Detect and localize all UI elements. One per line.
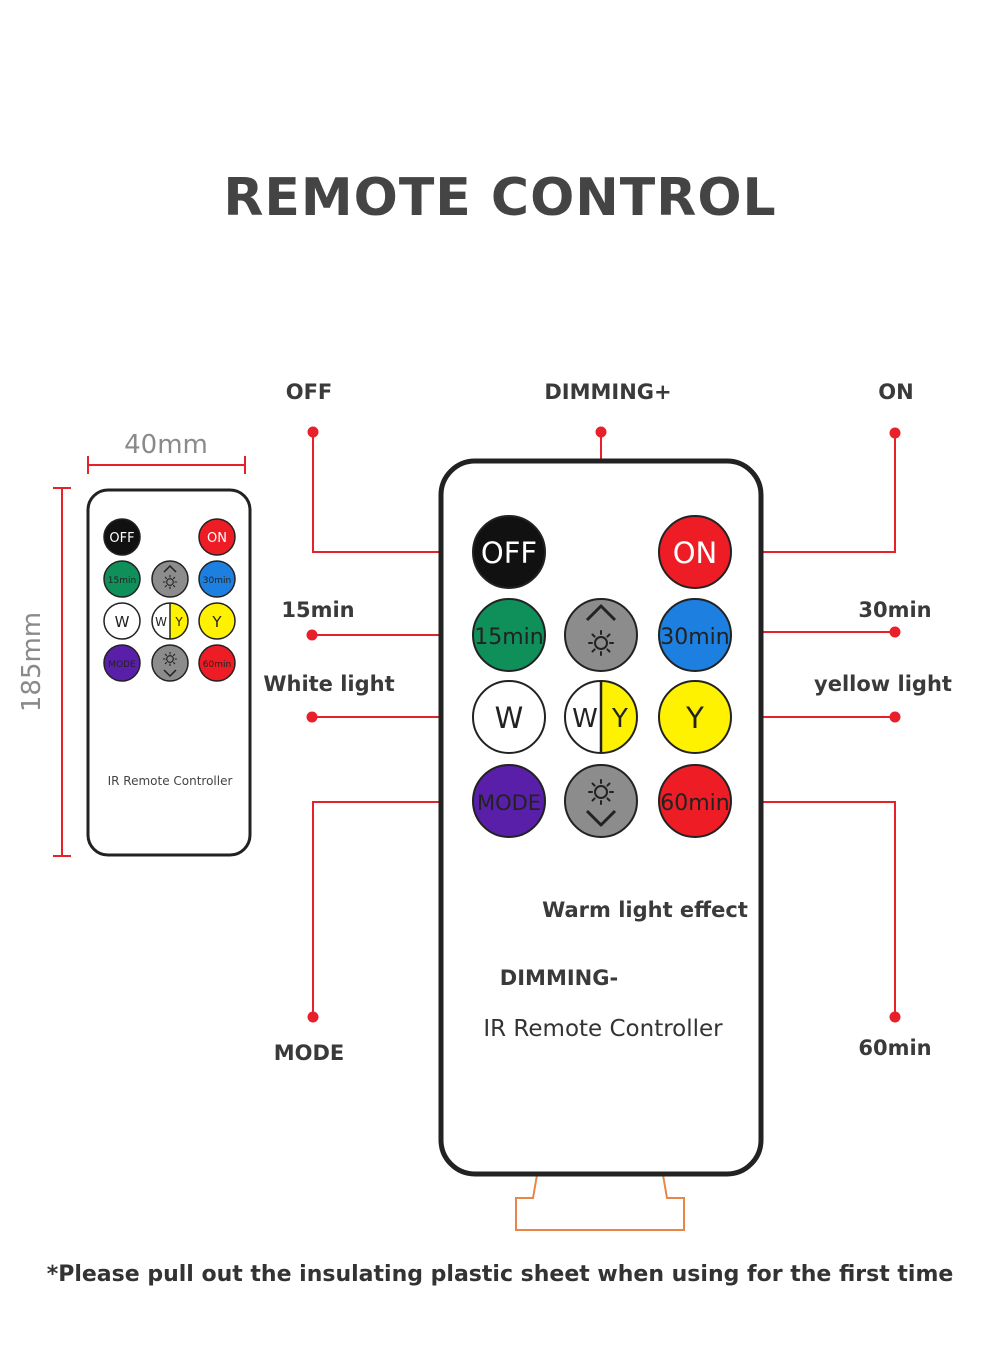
small-w-label: W	[115, 613, 130, 631]
yellow-button	[658, 680, 732, 754]
chevron-down-icon	[585, 809, 617, 827]
on-button	[658, 515, 732, 589]
small-remote: 40mm 185mm OFF ON 15min 30min W W Y	[17, 430, 252, 857]
small-y-label: Y	[211, 613, 222, 631]
small-30min-button	[198, 560, 236, 598]
callout-dimming-plus: DIMMING+	[544, 380, 671, 404]
footnote: *Please pull out the insulating plastic …	[46, 1262, 954, 1287]
callout-yellow-light: yellow light	[814, 672, 952, 696]
small-remote-label: IR Remote Controller	[108, 774, 233, 788]
small-60min-button	[198, 644, 236, 682]
off-button	[472, 515, 546, 589]
small-wy-y-label: Y	[174, 615, 183, 629]
callout-dimming-minus: DIMMING-	[500, 966, 618, 990]
15min-button-label: 15min	[474, 625, 543, 650]
callout-15min: 15min	[281, 598, 354, 622]
white-button	[472, 680, 546, 754]
small-wy-w-label: W	[155, 615, 167, 629]
page-title: REMOTE CONTROL	[223, 168, 777, 228]
width-label: 40mm	[124, 430, 208, 460]
height-dimension	[53, 487, 71, 857]
warm-white-y-label: Y	[611, 704, 628, 734]
big-remote: OFF ON 15min 30min W W Y Y MODE 60min	[438, 458, 764, 1231]
mode-button	[472, 764, 546, 838]
width-dimension	[87, 456, 246, 474]
small-30min-label: 30min	[203, 576, 231, 586]
60min-button-label: 60min	[660, 791, 729, 816]
callout-mode: MODE	[274, 1041, 345, 1065]
small-60min-label: 60min	[203, 660, 231, 670]
30min-button	[658, 598, 732, 672]
callout-30min: 30min	[858, 598, 931, 622]
small-dimming-minus-button	[151, 644, 189, 682]
small-y-button	[198, 602, 236, 640]
small-mode-label: MODE	[108, 660, 136, 670]
small-mode-button	[103, 644, 141, 682]
warm-white-w-label: W	[572, 704, 598, 734]
small-15min-label: 15min	[108, 576, 136, 586]
callout-60min: 60min	[858, 1036, 931, 1060]
big-remote-label: IR Remote Controller	[483, 1016, 723, 1042]
yellow-button-label: Y	[685, 701, 704, 735]
warm-white-button	[564, 680, 638, 754]
height-label: 185mm	[17, 612, 47, 712]
callout-on: ON	[878, 380, 913, 404]
callout-white-light: White light	[263, 672, 394, 696]
chevron-up-icon	[585, 604, 617, 622]
15min-button	[472, 598, 546, 672]
small-off-label: OFF	[109, 531, 134, 546]
60min-button	[658, 764, 732, 838]
off-button-label: OFF	[481, 536, 537, 570]
small-15min-button	[103, 560, 141, 598]
battery-tab	[515, 1174, 685, 1231]
white-button-label: W	[495, 701, 524, 735]
callout-warm-light: Warm light effect	[542, 898, 748, 922]
on-button-label: ON	[673, 536, 718, 570]
small-on-label: ON	[207, 531, 227, 546]
mode-button-label: MODE	[477, 791, 541, 815]
30min-button-label: 30min	[660, 625, 729, 650]
small-w-button	[103, 602, 141, 640]
small-wy-button	[151, 602, 189, 640]
small-on-button	[198, 518, 236, 556]
callout-off: OFF	[286, 380, 333, 404]
small-off-button	[103, 518, 141, 556]
